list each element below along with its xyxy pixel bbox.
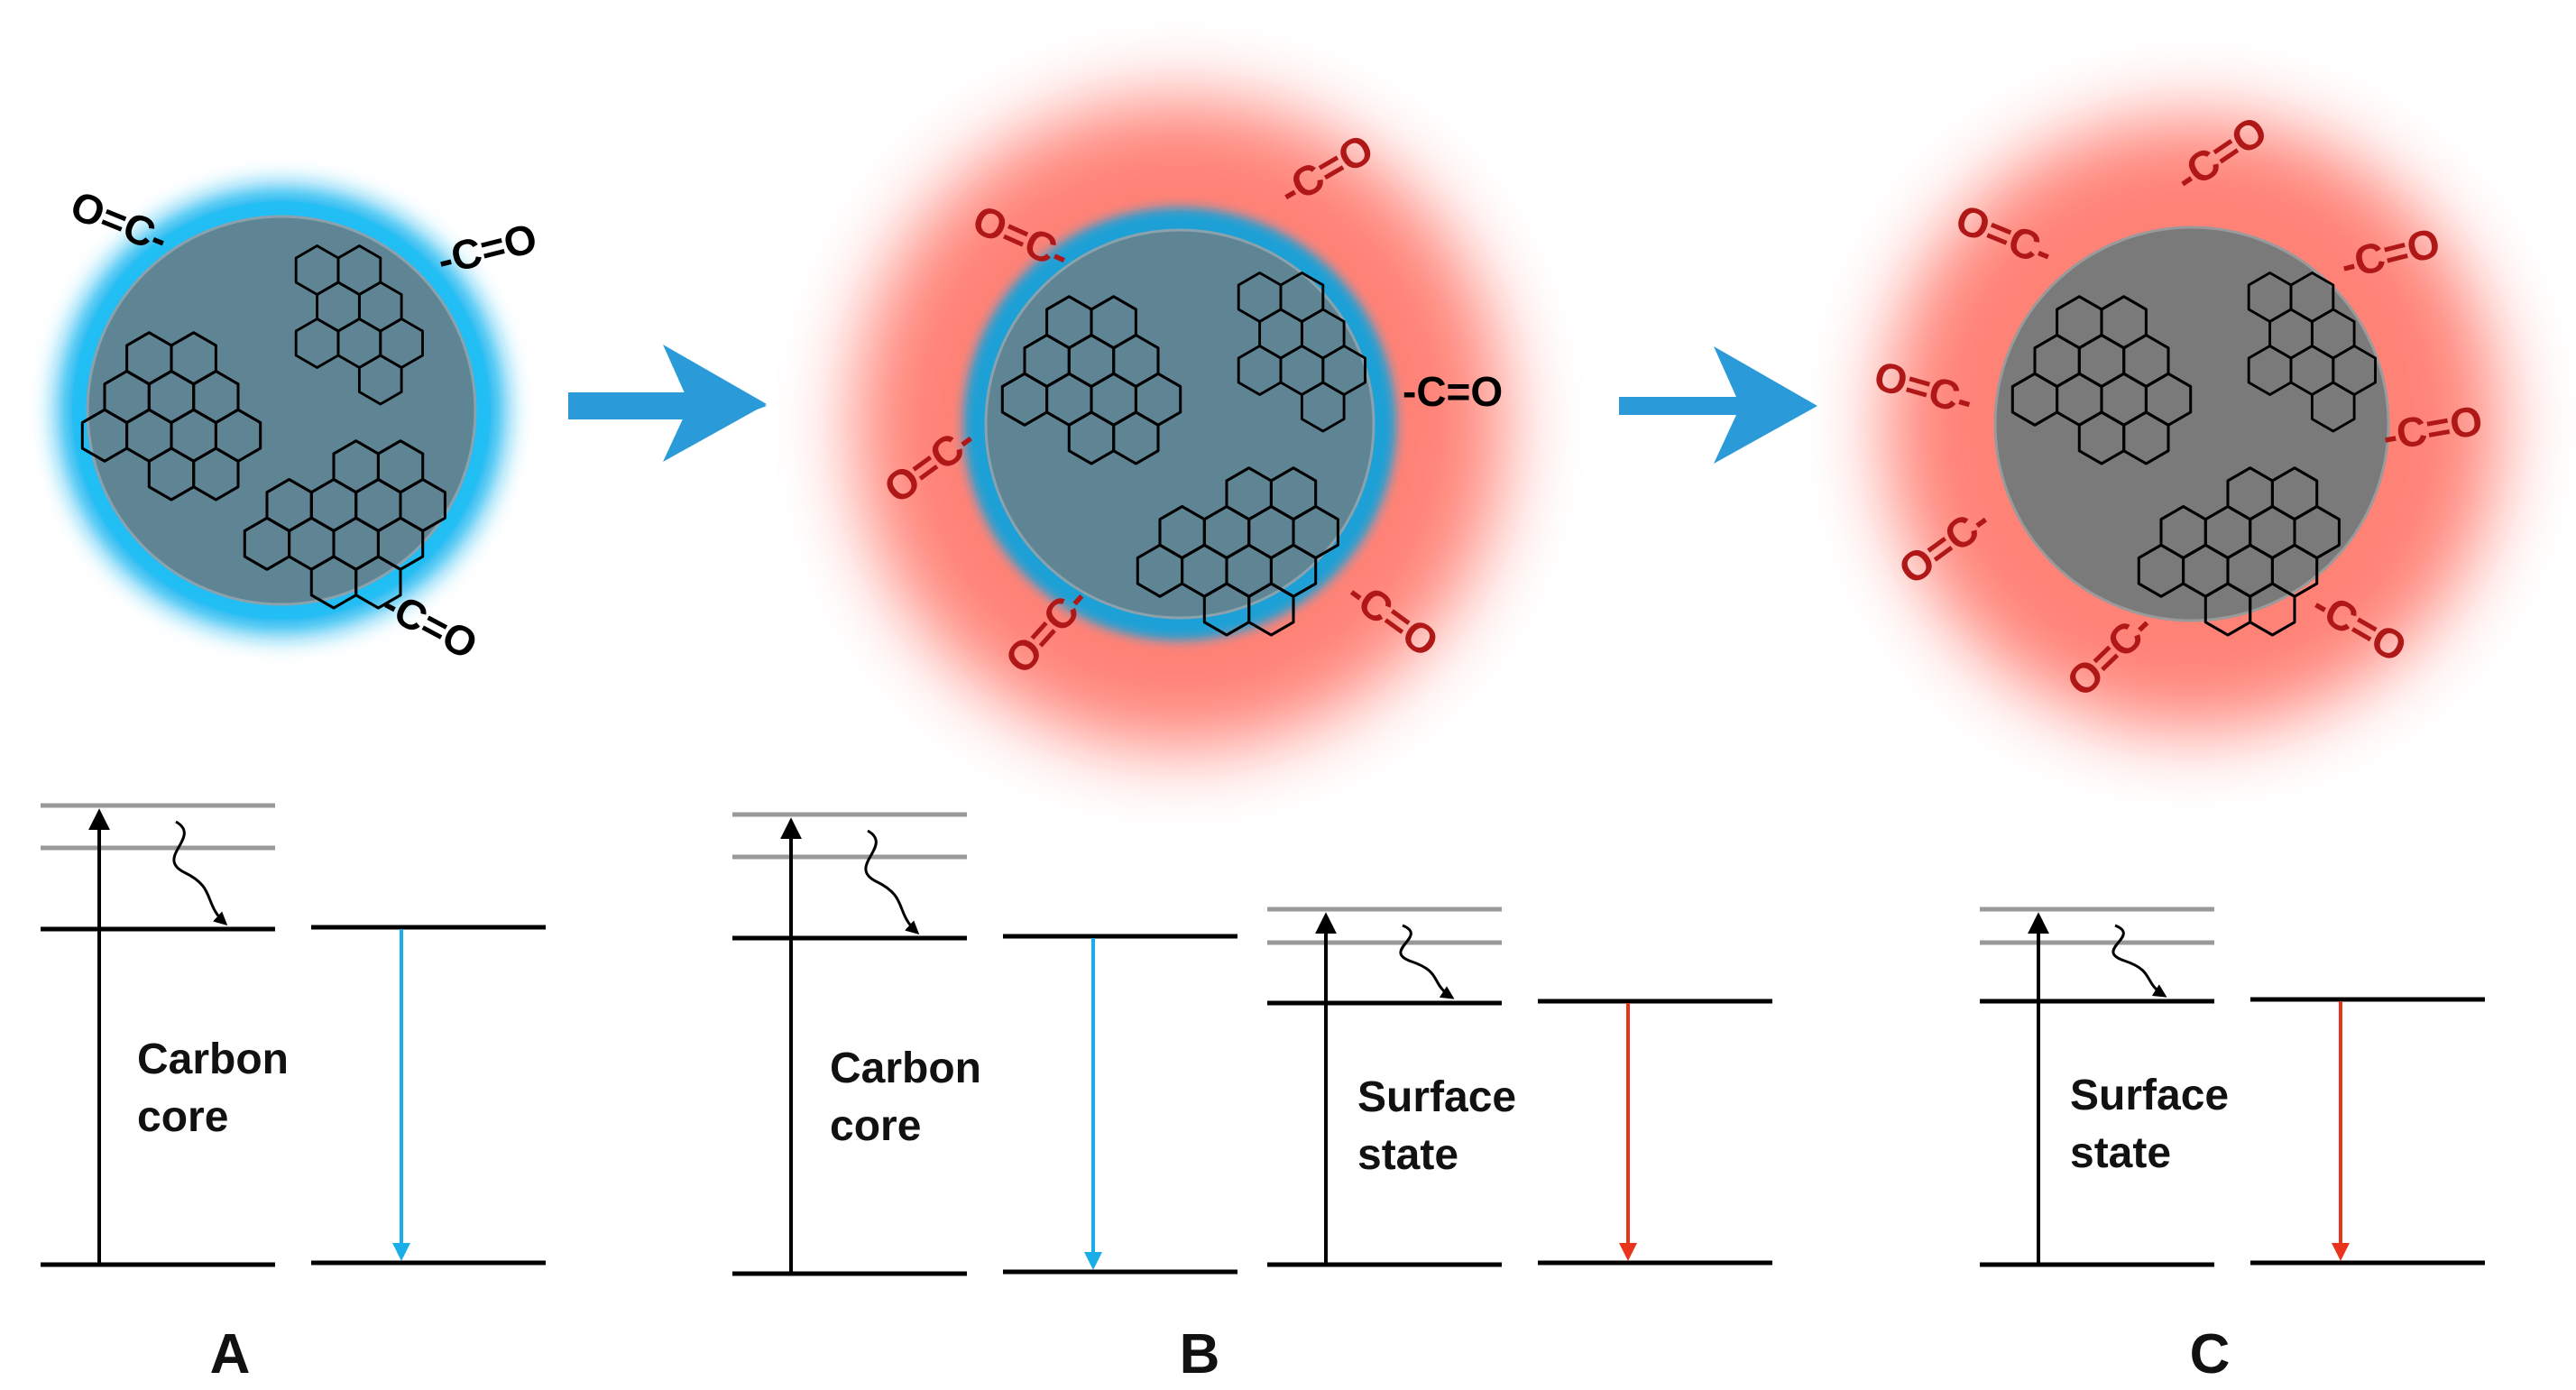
- panel-b-particle: [855, 99, 1504, 749]
- panel-b-carbon-core: [984, 228, 1375, 620]
- panel-a-functional-group: O=C-: [64, 181, 175, 262]
- panel-a-particle: [58, 187, 505, 634]
- panel-a-functional-group: -C=O: [374, 580, 485, 668]
- panel-a-carbon-core: [86, 215, 477, 606]
- panel-c-carbon-core: [1993, 226, 2390, 622]
- panel-label-b: B: [1180, 1323, 1220, 1385]
- panel-a-core-relaxation-arrow: [172, 820, 228, 926]
- panel-c-surface-relaxation-arrow: [2111, 924, 2167, 998]
- transition-arrow-b-to-c: [1619, 346, 1817, 464]
- transition-arrow-a-to-b: [568, 345, 767, 462]
- panel-c-particle: [1885, 117, 2498, 731]
- panel-b-surface-relaxation-arrow: [1399, 924, 1455, 999]
- panel-b-core-relaxation-arrow: [864, 829, 920, 935]
- panel-a-functional-group: -C=O: [433, 214, 541, 283]
- panel-label-c: C: [2190, 1323, 2231, 1385]
- panel-b-functional-group: -C=O: [1403, 368, 1503, 415]
- panel-label-a: A: [210, 1323, 251, 1385]
